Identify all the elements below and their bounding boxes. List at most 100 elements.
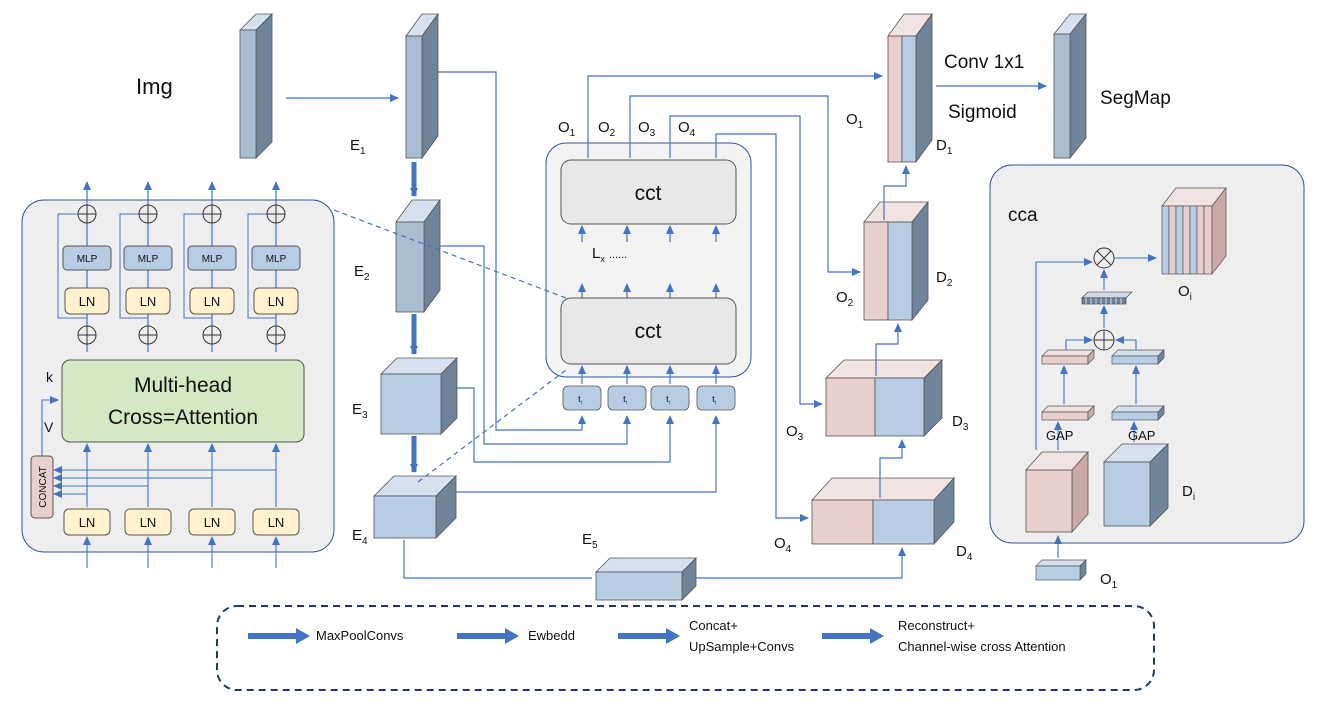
token-1-label: ti (578, 394, 582, 406)
transformer-column-2: MLP LN (119, 181, 173, 352)
cca-di-cube (1103, 443, 1169, 527)
legend-arrow-1 (248, 628, 310, 644)
conv-label: Conv 1x1 (944, 52, 1024, 73)
encoder-e2-block (395, 198, 441, 314)
svg-text:LN: LN (268, 294, 285, 309)
svg-text:LN: LN (79, 515, 96, 530)
decoder-d3-block (825, 359, 943, 437)
mhca-line2: Cross=Attention (108, 406, 258, 429)
dec-o3-label: O3 (786, 423, 804, 443)
mlp-box (62, 245, 112, 271)
token-boxes: ti ti ti ti (562, 385, 736, 411)
token-4-label: ti (712, 394, 716, 406)
cca-oi-cube (1025, 450, 1089, 534)
input-image-block (239, 13, 273, 159)
e5-label: E5 (582, 531, 598, 551)
bottom-ln-row: LN LN LN LN (63, 508, 300, 536)
gap-label-left: GAP (1046, 428, 1073, 443)
svg-text:MLP: MLP (202, 254, 223, 265)
dec-o4-label: O4 (774, 535, 792, 555)
d3-label: D3 (952, 413, 969, 433)
svg-text:MLP: MLP (77, 254, 98, 265)
cct-o2-label: O2 (598, 119, 616, 139)
ln-box (64, 287, 110, 315)
token-3-label: ti (666, 394, 670, 406)
legend-item2-label: Ewbedd (528, 628, 575, 643)
legend: MaxPoolConvs Ewbedd Concat+ UpSample+Con… (248, 618, 1066, 654)
cct-upper-label: cct (635, 182, 662, 205)
multi-head-attention-block (61, 359, 305, 443)
cct-block-upper (560, 159, 737, 225)
svg-text:LN: LN (140, 515, 157, 530)
legend-arrow-4 (822, 628, 884, 644)
svg-text:MLP: MLP (266, 254, 287, 265)
cct-o3-label: O3 (638, 119, 656, 139)
svg-text:LN: LN (140, 294, 157, 309)
legend-item4-line1: Reconstruct+ (898, 618, 975, 633)
dec-o2-label: O2 (836, 289, 854, 309)
cct-block-lower (560, 297, 737, 365)
d4-label: D4 (956, 543, 973, 563)
segmap-label: SegMap (1100, 88, 1171, 109)
cct-o1-label: O1 (558, 119, 576, 139)
cca-o1-label: O1 (1100, 571, 1118, 591)
cca-o1-block (1035, 559, 1087, 581)
e1-label: E1 (350, 137, 366, 157)
transformer-columns: Multi-head Cross=Attention MLP LN MLP LN (30, 181, 305, 568)
attention-weight-vector (1081, 291, 1133, 305)
svg-text:LN: LN (268, 515, 285, 530)
token-3 (650, 385, 690, 411)
legend-box (216, 605, 1155, 691)
mhca-line1: Multi-head (134, 374, 232, 397)
transformer-column-3: MLP LN (183, 181, 237, 352)
cct-o4-label: O4 (678, 119, 696, 139)
svg-text:MLP: MLP (138, 254, 159, 265)
decoder-d4-block (811, 476, 955, 546)
cca-content: cca (1008, 186, 1227, 581)
legend-arrow-2 (457, 628, 519, 644)
svg-text:LN: LN (79, 294, 96, 309)
legend-item3-line1: Concat+ (689, 618, 738, 633)
encoder-e3-block (380, 357, 458, 435)
img-label: Img (136, 74, 173, 99)
pink-vector-lower (1041, 405, 1095, 421)
svg-text:LN: LN (204, 294, 221, 309)
v-label: V (44, 419, 54, 435)
e3-label: E3 (352, 401, 368, 421)
segmap-output-block (1053, 12, 1087, 160)
cca-output-stack (1161, 186, 1227, 276)
cca-di-label: Di (1182, 483, 1195, 503)
token-4 (696, 385, 736, 411)
token-1 (562, 385, 602, 411)
cct-lower-label: cct (635, 320, 662, 343)
gap-label-right: GAP (1128, 428, 1155, 443)
encoder-e1-block (405, 12, 439, 160)
dec-o1-label: O1 (846, 111, 864, 131)
decoder-d1-block (887, 12, 933, 164)
blue-vector-upper (1111, 349, 1165, 365)
transformer-column-4: MLP LN (247, 181, 301, 352)
legend-item1-label: MaxPoolConvs (316, 628, 404, 643)
k-label: k (46, 369, 54, 385)
d2-label: D2 (936, 269, 953, 289)
svg-text:LN: LN (204, 515, 221, 530)
pink-vector-upper (1041, 349, 1095, 365)
transformer-column-1: MLP LN (57, 181, 112, 352)
e2-label: E2 (354, 263, 370, 283)
legend-arrow-3 (618, 628, 680, 644)
encoder-e5-block (595, 557, 697, 601)
cca-oi-label: Oi (1178, 283, 1192, 303)
token-2 (607, 385, 647, 411)
decoder-d2-block (863, 200, 929, 322)
sigmoid-label: Sigmoid (948, 102, 1017, 123)
cca-title: cca (1008, 205, 1038, 226)
d1-label: D1 (936, 137, 953, 157)
blue-vector-lower (1111, 405, 1165, 421)
legend-item3-line2: UpSample+Convs (689, 639, 795, 654)
concat-label: CONCAT (38, 466, 49, 507)
legend-item4-line2: Channel-wise cross Attention (898, 639, 1066, 654)
lx-label: Lx...... (592, 245, 627, 264)
token-2-label: ti (623, 394, 627, 406)
concat-box (30, 455, 54, 519)
